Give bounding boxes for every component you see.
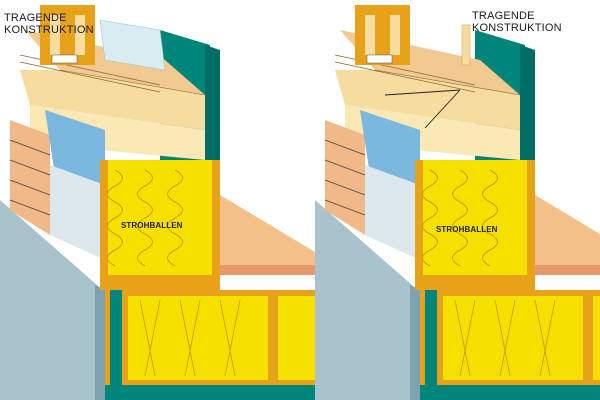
left-wall-section xyxy=(0,4,321,400)
right-label-tragende: TRAGENDE KONSTRUKTION xyxy=(472,10,562,34)
glass-panel xyxy=(99,19,166,71)
left-label-tragende: TRAGENDE KONSTRUKTION xyxy=(4,12,94,36)
right-label-line2: KONSTRUKTION xyxy=(472,22,562,34)
post-strut xyxy=(461,24,471,66)
left-straw-label: STROHBALLEN xyxy=(121,221,183,230)
right-straw-label: STROHBALLEN xyxy=(436,225,498,234)
right-wall-section xyxy=(314,4,600,400)
left-label-line1: TRAGENDE xyxy=(4,12,67,24)
right-label-line1: TRAGENDE xyxy=(472,10,535,22)
leader-line-a xyxy=(384,89,461,96)
left-label-line2: KONSTRUKTION xyxy=(4,24,94,36)
leader-line-b xyxy=(424,89,461,129)
